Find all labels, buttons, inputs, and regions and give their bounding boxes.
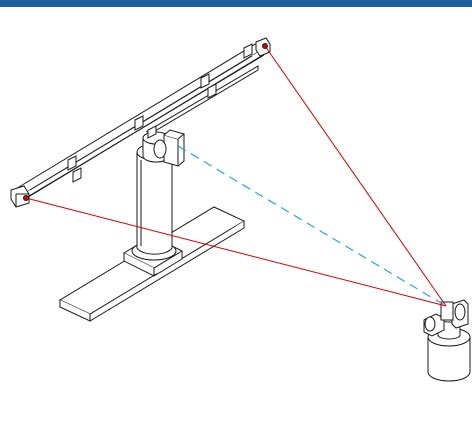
sight-line xyxy=(177,145,447,307)
measurement-line-far xyxy=(25,197,447,307)
measurement-line-near xyxy=(264,45,447,307)
target-point-right xyxy=(262,43,268,49)
rotary-joint xyxy=(142,129,186,167)
linear-rail xyxy=(10,37,271,208)
tracker-instrument xyxy=(423,299,471,382)
title-bar xyxy=(0,0,472,7)
target-point-left xyxy=(23,195,29,201)
